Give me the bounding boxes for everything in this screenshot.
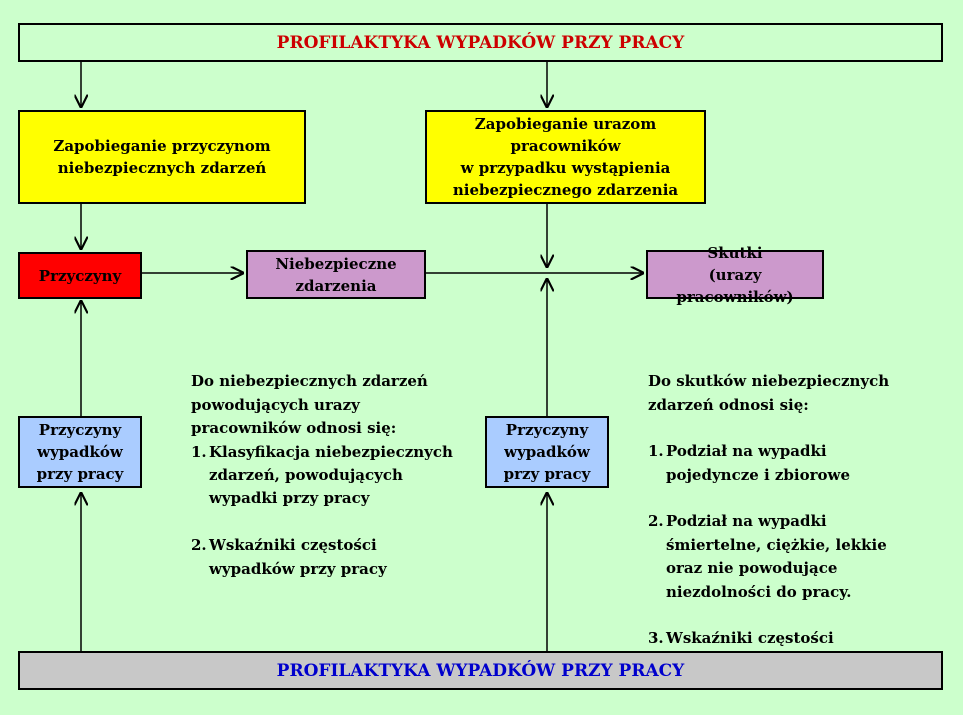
effects-box: Skutki (urazy pracowników) — [646, 244, 824, 306]
causes-text: Przyczyny — [38, 266, 122, 285]
prevent-injuries-box: Zapobieganie urazom pracowników w przypa… — [425, 110, 706, 204]
middle-note-intro: Do niebezpiecznych zdarzeń powodujących … — [191, 372, 428, 438]
middle-note: Do niebezpiecznych zdarzeń powodujących … — [191, 347, 471, 604]
top-banner-text: PROFILAKTYKA WYPADKÓW PRZY PRACY — [276, 32, 685, 53]
bottom-banner-text: PROFILAKTYKA WYPADKÓW PRZY PRACY — [276, 660, 685, 681]
accident-causes-left-text: Przyczyny wypadków przy pracy — [36, 421, 124, 483]
dangerous-events-box: Niebezpieczne zdarzenia — [246, 250, 426, 299]
prevent-injuries-text: Zapobieganie urazom pracowników w przypa… — [452, 115, 679, 199]
right-note-item: 1.Podział na wypadki pojedyncze i zbioro… — [648, 442, 850, 484]
dangerous-events-text: Niebezpieczne zdarzenia — [275, 254, 397, 295]
middle-note-item: 1.Klasyfikacja niebezpiecznych zdarzeń, … — [191, 442, 453, 508]
causes-box: Przyczyny — [18, 252, 142, 299]
right-note-item: 2.Podział na wypadki śmiertelne, ciężkie… — [648, 512, 887, 601]
prevent-causes-text: Zapobieganie przyczynom niebezpiecznych … — [53, 137, 271, 177]
right-note: Do skutków niebezpiecznych zdarzeń odnos… — [648, 347, 948, 698]
accident-causes-left-box: Przyczyny wypadków przy pracy — [18, 416, 142, 488]
middle-note-item: 2.Wskaźniki częstości wypadków przy prac… — [191, 536, 387, 578]
accident-causes-right-box: Przyczyny wypadków przy pracy — [485, 416, 609, 488]
accident-causes-right-text: Przyczyny wypadków przy pracy — [503, 421, 591, 483]
effects-text: Skutki (urazy pracowników) — [676, 243, 794, 306]
right-note-intro: Do skutków niebezpiecznych zdarzeń odnos… — [648, 372, 890, 414]
bottom-banner: PROFILAKTYKA WYPADKÓW PRZY PRACY — [18, 651, 943, 690]
top-banner: PROFILAKTYKA WYPADKÓW PRZY PRACY — [18, 23, 943, 62]
prevent-causes-box: Zapobieganie przyczynom niebezpiecznych … — [18, 110, 306, 204]
